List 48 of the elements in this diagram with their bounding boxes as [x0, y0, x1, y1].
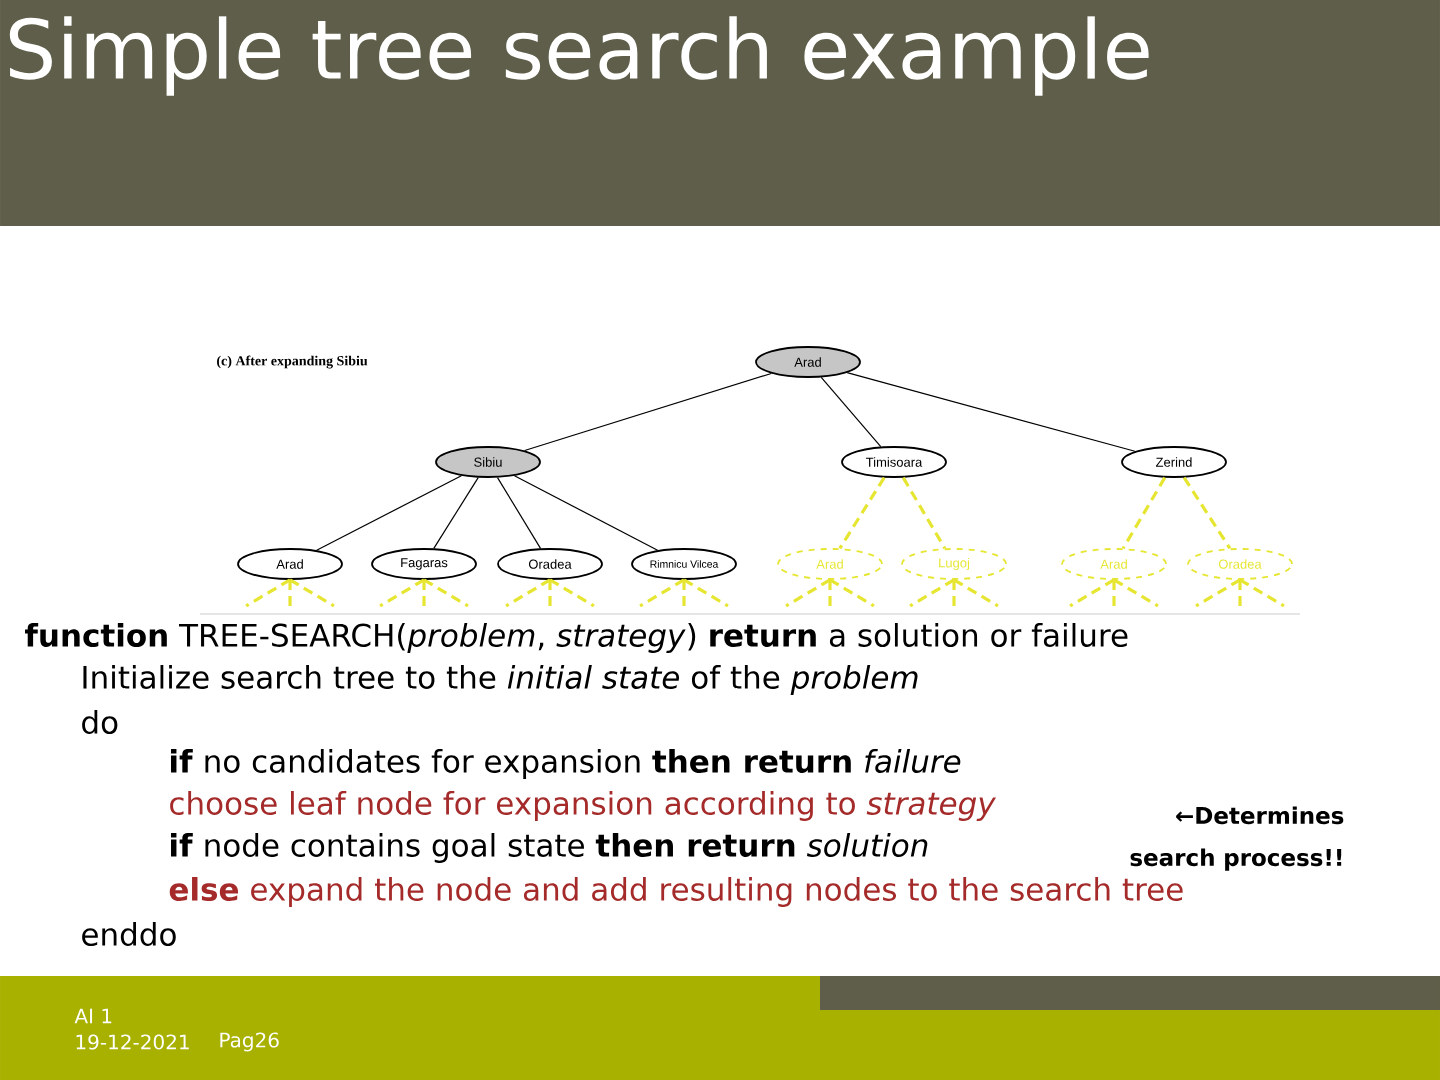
code-line: if no candidates for expansion then return failure [171, 749, 961, 779]
tree-edge [953, 578, 999, 608]
tree-edge [524, 372, 772, 452]
tree-edge [1195, 578, 1241, 608]
tree-edge [828, 579, 832, 606]
footer-text: 19-12-2021 [76, 1034, 189, 1050]
footer-text: Pag26 [220, 1032, 279, 1052]
tree-edge [379, 578, 425, 608]
code-line: do [82, 710, 118, 734]
note: ←Determines search process!! [1130, 806, 1344, 871]
tree-edge [682, 579, 686, 606]
tree-edge [289, 578, 335, 608]
tree-edge [901, 476, 947, 550]
tree-edge [422, 579, 426, 606]
footer-text: AI 1 [74, 1008, 112, 1024]
tree-edge [288, 579, 292, 606]
tree-edge [316, 475, 462, 551]
code-line: enddo [82, 922, 176, 946]
tree-edge [433, 477, 479, 549]
tree-edge [1113, 578, 1159, 608]
tree-edge [838, 476, 886, 550]
tree-edge [785, 578, 831, 608]
tree-edge [639, 578, 685, 608]
tree-edge [245, 578, 291, 608]
tree-edge [952, 579, 956, 606]
tree-edge [909, 578, 955, 608]
tree-edge [1069, 578, 1115, 608]
code-line: function TREE-SEARCH(problem, strategy) return a solution or failure [25, 623, 1128, 653]
code-line: Initialize search tree to the initial state of the problem [83, 665, 918, 695]
code-line: else expand the node and add resulting nodes to the search tree [169, 877, 1183, 907]
tree-edge [1238, 579, 1242, 606]
tree-edge [496, 477, 542, 549]
tree-edge [505, 578, 551, 608]
code-line: choose leaf node for expansion according to strategy [170, 791, 996, 821]
tree-edge [548, 579, 552, 606]
tree-edge [1112, 579, 1116, 606]
title: Simple tree search example [9, 16, 1149, 96]
tree-edge [829, 578, 875, 608]
tree-edge [683, 578, 729, 608]
code-line: if node contains goal state then return solution [171, 833, 928, 863]
tree-edge [1121, 476, 1167, 550]
tree-edge [549, 578, 595, 608]
tree-edge [513, 475, 659, 551]
tree-edge [423, 578, 469, 608]
tree-edge [1239, 578, 1285, 608]
tree-edge [1182, 476, 1232, 550]
tree-edge [846, 372, 1136, 452]
tree-edge [820, 376, 882, 448]
